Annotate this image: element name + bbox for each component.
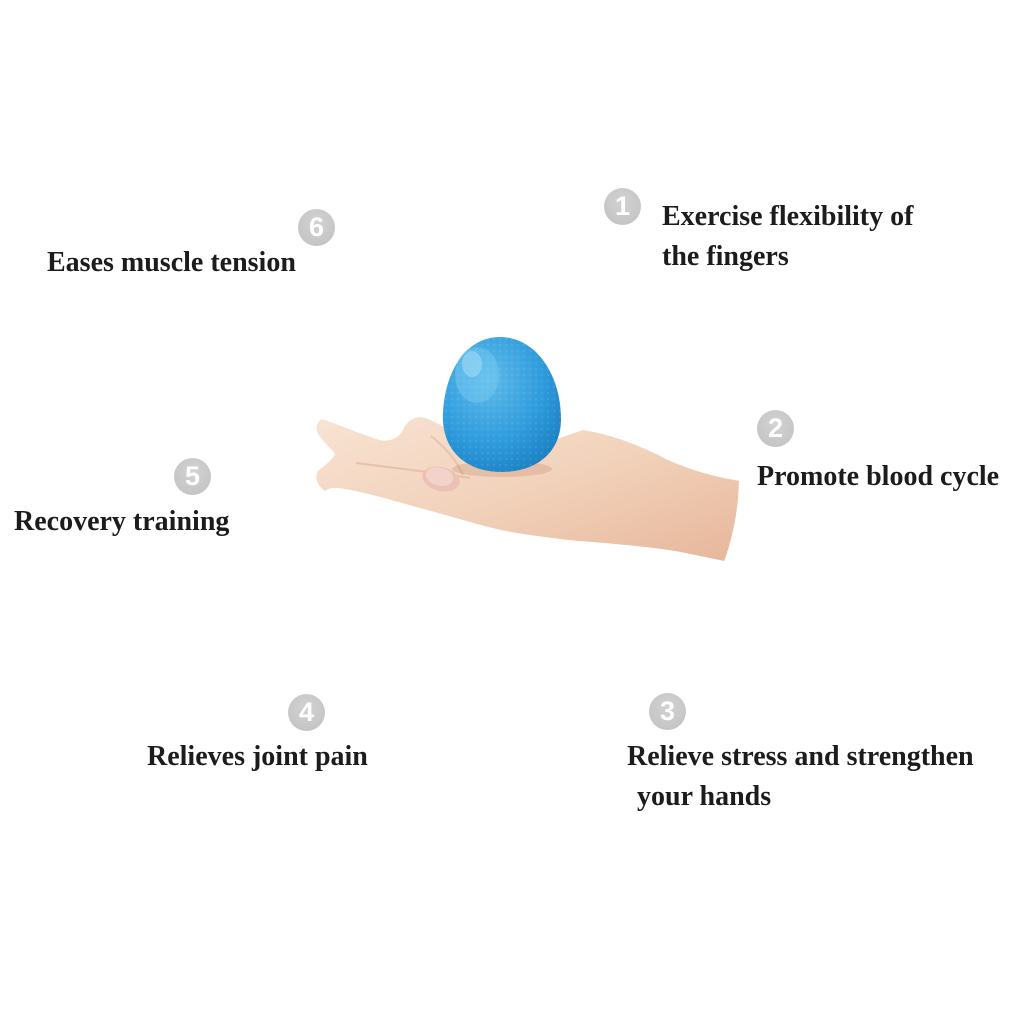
benefit-label-3: Relieve stress and strengthen your hands [627,737,974,817]
thumbnail [422,466,460,492]
badge-2: 2 [757,410,794,447]
badge-3: 3 [649,693,686,730]
ball-highlight-bright [462,351,482,377]
hand-holding-grip-ball-photo [316,337,739,573]
benefit-line: Relieves joint pain [147,741,368,772]
badge-4: 4 [288,694,325,731]
badge-6: 6 [298,209,335,246]
badge-1: 1 [604,188,641,225]
thumb-crease [430,435,464,476]
hand-shape [316,417,739,573]
badge-5: 5 [174,458,211,495]
benefit-line: Relieve stress and strengthen [627,741,974,772]
benefit-line: your hands [637,781,772,812]
benefit-line: the fingers [662,241,789,272]
benefit-line: Eases muscle tension [47,247,296,278]
benefit-label-5: Recovery training [14,502,229,542]
benefit-line: Promote blood cycle [757,461,1000,492]
finger-crease [355,462,471,479]
benefit-label-1: Exercise flexibility of the fingers [662,197,913,277]
benefit-line: Recovery training [14,506,230,537]
benefit-label-4: Relieves joint pain [147,737,368,777]
benefit-label-2: Promote blood cycle [757,457,999,497]
benefit-line: Exercise flexibility of [662,201,914,232]
benefit-label-6: Eases muscle tension [47,243,296,283]
